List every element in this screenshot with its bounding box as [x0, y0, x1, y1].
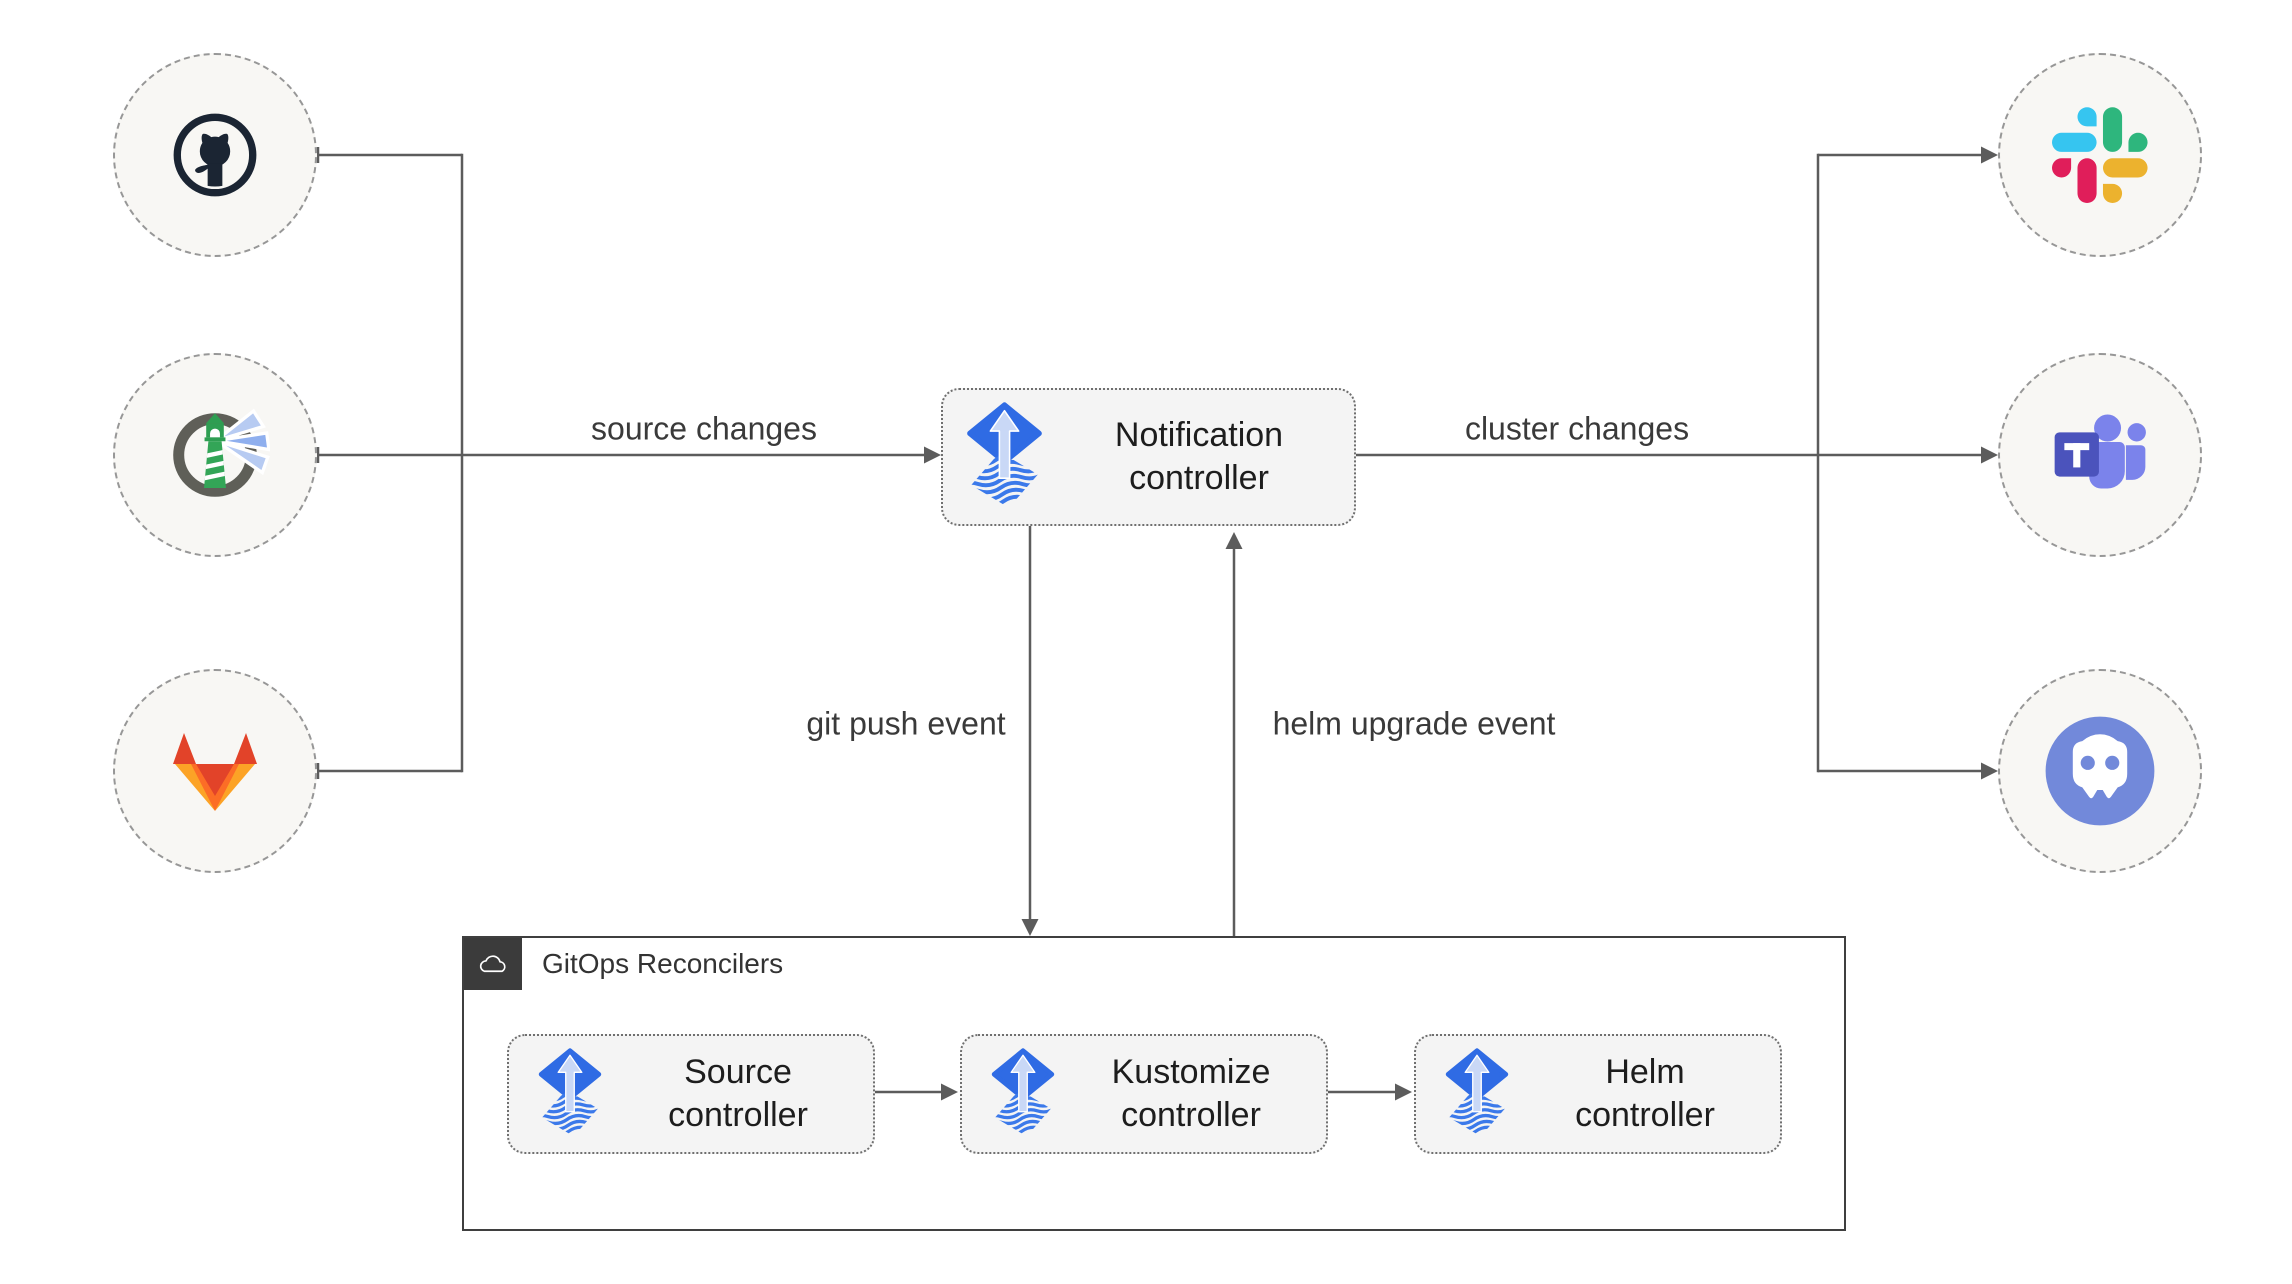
flux-icon	[537, 1048, 603, 1140]
slack-icon	[2052, 107, 2148, 203]
helm-controller-label: Helm controller	[1575, 1053, 1715, 1134]
gitlab-icon	[165, 726, 265, 816]
edge-label-git-push-event: git push event	[806, 705, 1006, 742]
edge-label-source-changes: source changes	[591, 410, 817, 447]
node-slack	[1998, 53, 2202, 257]
source-controller-label: Source controller	[668, 1053, 808, 1134]
source-controller-box: Source controller	[507, 1034, 875, 1154]
kustomize-controller-box: Kustomize controller	[960, 1034, 1328, 1154]
node-github	[113, 53, 317, 257]
cloud-icon	[475, 949, 511, 980]
node-discord	[1998, 669, 2202, 873]
notification-controller-box: Notification controller	[941, 388, 1356, 526]
discord-icon	[2032, 703, 2168, 839]
notification-controller-label: Notification controller	[1114, 416, 1284, 497]
microsoft-teams-icon	[2046, 401, 2154, 509]
flux-icon	[965, 402, 1044, 512]
node-gitlab	[113, 669, 317, 873]
flux-icon	[1444, 1048, 1510, 1140]
edge-label-cluster-changes: cluster changes	[1464, 410, 1690, 447]
node-teams	[1998, 353, 2202, 557]
kustomize-controller-label: Kustomize controller	[1111, 1053, 1271, 1134]
group-title: GitOps Reconcilers	[542, 948, 784, 979]
group-header: GitOps Reconcilers	[464, 938, 783, 990]
flux-icon	[990, 1048, 1056, 1140]
group-icon-square	[464, 938, 522, 990]
gitops-reconcilers-group: GitOps Reconcilers Source controller Kus…	[462, 936, 1846, 1231]
helm-controller-box: Helm controller	[1414, 1034, 1782, 1154]
github-icon	[169, 109, 261, 201]
edge-label-helm-upgrade-event: helm upgrade event	[1272, 705, 1556, 742]
harbor-icon	[160, 400, 270, 510]
node-harbor	[113, 353, 317, 557]
